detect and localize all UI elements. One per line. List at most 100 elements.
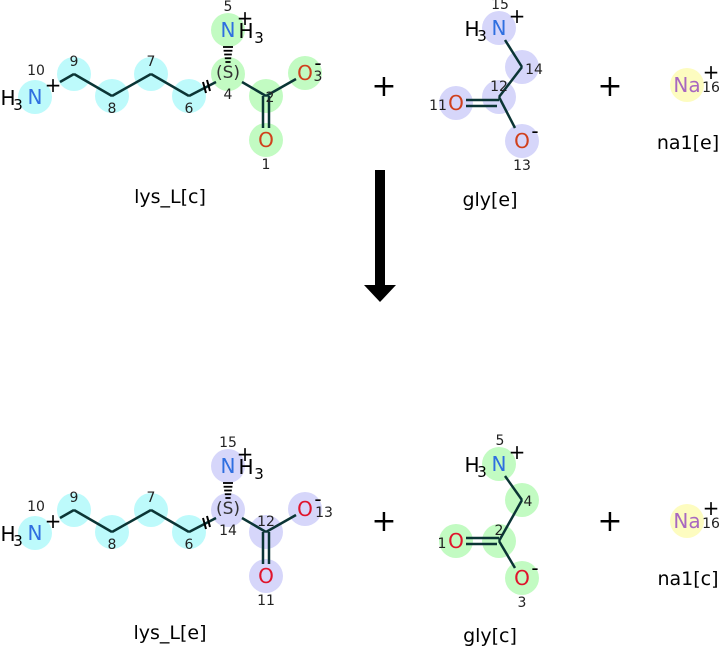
charge-sign: + (237, 6, 254, 30)
stereo-tick (206, 79, 211, 92)
atom-highlight (211, 13, 245, 47)
atom-number: 8 (108, 101, 117, 117)
molecule-label: lys_L[e] (133, 622, 206, 644)
atom-number: 16 (702, 80, 720, 96)
bond (188, 516, 217, 534)
element-symbol: N (221, 18, 236, 42)
atom-number: 2 (495, 523, 504, 539)
atom-C4: (S)4 (216, 63, 240, 103)
atom-number: 15 (219, 435, 237, 451)
atom-C8: 8 (108, 537, 117, 553)
atom-C2: 2 (495, 523, 504, 539)
stereo-tick (202, 517, 207, 530)
element-symbol: O (514, 566, 530, 590)
atom-C9: 9 (70, 54, 79, 70)
element-symbol: N (28, 85, 43, 109)
hydrogen-count: 3 (254, 465, 264, 483)
atom-number: 6 (185, 101, 194, 117)
charge-sign: + (237, 442, 254, 466)
molecule-label: gly[e] (462, 189, 517, 211)
atom-O1: O1 (438, 529, 464, 553)
bonds (466, 39, 524, 129)
hydrogen-count: 3 (13, 532, 23, 550)
atom-highlight (482, 447, 516, 481)
atom-O13: O13- (513, 119, 539, 174)
bond (111, 72, 152, 98)
element-symbol: Na (673, 509, 700, 533)
atom-number: 14 (525, 62, 543, 78)
atom-number: 7 (147, 54, 156, 70)
bond (59, 508, 75, 520)
bonds (59, 46, 297, 128)
atom-number: 9 (70, 490, 79, 506)
atom-number: 11 (429, 98, 447, 114)
atom-highlight (505, 561, 539, 595)
atom-number: 6 (185, 537, 194, 553)
stereo-tick (202, 81, 207, 94)
atom-C7: 7 (147, 490, 156, 506)
charge-sign: - (531, 556, 538, 580)
atom-number: 3 (518, 595, 527, 611)
plus-sign: + (371, 504, 396, 539)
atom-number: 4 (224, 87, 233, 103)
atom-highlight (482, 11, 516, 45)
atom-highlight (249, 559, 283, 593)
charge-sign: + (509, 440, 526, 464)
hydrogen-label: H (464, 453, 479, 477)
bond (503, 475, 524, 501)
atom-C8: 8 (108, 101, 117, 117)
atom-highlight (249, 123, 283, 157)
bond (497, 499, 524, 542)
atom-number: 13 (315, 505, 333, 521)
atom-number: 10 (27, 499, 45, 515)
element-symbol: O (448, 529, 464, 553)
atom-highlight (18, 516, 52, 550)
atom-highlight (211, 57, 245, 91)
reaction-arrow (364, 170, 396, 302)
atom-number: 15 (491, 0, 509, 13)
element-symbol: N (492, 16, 507, 40)
hydrogen-count: 3 (254, 29, 264, 47)
charge-sign: - (531, 119, 538, 143)
bond (497, 96, 517, 129)
plus-sign: + (597, 504, 622, 539)
element-symbol: N (28, 521, 43, 545)
stereo-label: (S) (216, 499, 240, 519)
atom-C4: 4 (524, 494, 533, 510)
atom-O3: O 3- (514, 556, 538, 611)
atom-number: 5 (496, 433, 505, 449)
atom-O1: O1 (258, 128, 274, 173)
atom-highlight (439, 524, 473, 558)
charge-sign: - (314, 487, 321, 511)
bond (498, 66, 523, 98)
charge-sign: + (703, 496, 720, 520)
atom-C14: 14 (525, 62, 543, 78)
plus-sign: + (371, 69, 396, 104)
bonds (466, 475, 524, 569)
bond (188, 80, 217, 98)
element-symbol: O (258, 128, 274, 152)
bonds (59, 482, 297, 564)
molecule-label: na1[e] (657, 132, 719, 154)
atom-number: 3 (314, 69, 323, 85)
atom-number: 2 (266, 90, 275, 106)
atom-highlight (288, 492, 322, 526)
bond (241, 80, 267, 98)
atom-C14: (S)14 (216, 499, 240, 539)
element-symbol: O (448, 91, 464, 115)
atom-highlight (211, 493, 245, 527)
element-symbol: O (258, 564, 274, 588)
atom-highlight (211, 449, 245, 483)
plus-sign: + (597, 69, 622, 104)
atom-highlight (18, 80, 52, 114)
bond (150, 72, 190, 98)
